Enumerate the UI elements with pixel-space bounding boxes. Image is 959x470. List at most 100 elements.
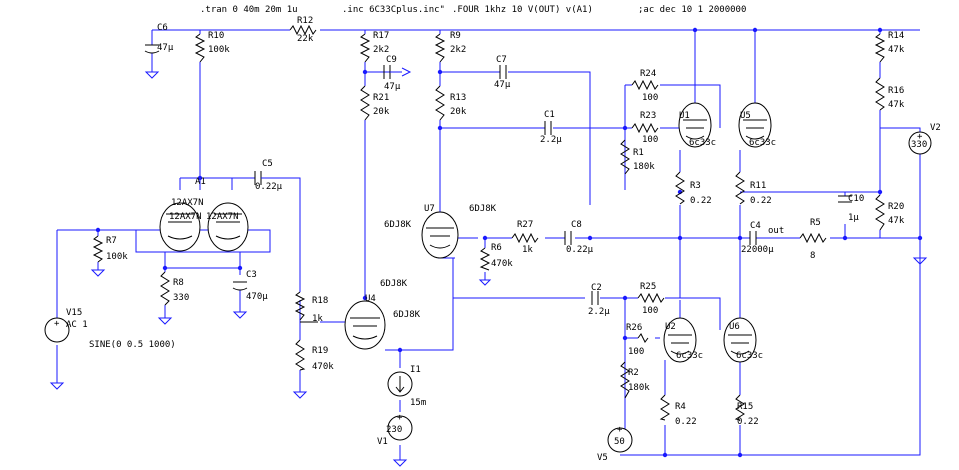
r7-value: 100k: [106, 252, 128, 262]
r2-name: R2: [628, 368, 639, 378]
c7-value: 47µ: [494, 80, 511, 90]
plus-sign: +: [397, 413, 403, 423]
c10-value: 1µ: [848, 213, 859, 223]
r10-name: R10: [208, 31, 224, 41]
resistor-r7: [92, 235, 104, 263]
ground-icon: [392, 459, 408, 467]
r8-name: R8: [173, 278, 184, 288]
sources: + + + +: [44, 131, 932, 453]
c4-name: C4: [750, 221, 761, 231]
r24-name: R24: [640, 69, 656, 79]
plus-sign: +: [54, 319, 60, 329]
v1-name: V1: [377, 437, 388, 447]
voltage-source-v1: [387, 415, 413, 441]
resistor-r2: [620, 361, 630, 399]
r20-value: 47k: [888, 216, 905, 226]
r13-name: R13: [450, 93, 466, 103]
voltage-source-v5: [607, 427, 633, 453]
resistor-r12: [289, 24, 317, 36]
c6-value: 47µ: [157, 43, 174, 53]
directives: .tran 0 40m 20m 1u .inc 6C33Cplus.inc" .…: [200, 5, 746, 15]
u5-value: 6c33c: [749, 138, 776, 148]
tube-u1: [678, 102, 712, 148]
c2-value: 2.2µ: [588, 307, 610, 317]
u2-name: U2: [665, 322, 676, 332]
resistor-r17: [359, 33, 371, 63]
r21-name: R21: [373, 93, 389, 103]
resistor-r4: [659, 394, 670, 421]
c1-name: C1: [544, 110, 555, 120]
component-labels: C6 47µ R10 100k R12 22k R17 2k2 C9 47µ R…: [66, 16, 941, 463]
c7-name: C7: [496, 55, 507, 65]
resistor-r9: [434, 33, 446, 63]
capacitor-c8: [564, 231, 572, 245]
resistor-r21: [360, 85, 370, 121]
r6-name: R6: [491, 243, 502, 253]
r23-name: R23: [640, 111, 656, 121]
ground-icon: [478, 279, 492, 286]
resistor-r24: [631, 79, 659, 91]
r7-name: R7: [106, 236, 117, 246]
ground-icon: [912, 257, 928, 265]
v2-name: V2: [930, 123, 941, 133]
v15-value: AC 1: [66, 320, 88, 330]
resistor-r8: [160, 271, 170, 306]
r25-value: 100: [642, 306, 658, 316]
c5-value: 0.22µ: [255, 182, 283, 192]
out-net-label: out: [768, 226, 784, 236]
resistor-r19: [295, 339, 306, 371]
r3-name: R3: [690, 181, 701, 191]
r15-value: 0.22: [737, 417, 759, 427]
u4-name: U4: [365, 294, 376, 304]
i1-value: 15m: [410, 398, 426, 408]
r15-name: R15: [737, 402, 753, 412]
resistor-r13: [435, 85, 445, 121]
c3-name: C3: [246, 270, 257, 280]
u7-model-top: 6DJ8K: [469, 204, 497, 214]
r25-name: R25: [640, 282, 656, 292]
resistor-r11: [735, 171, 745, 205]
r19-name: R19: [312, 346, 328, 356]
r6-value: 470k: [491, 259, 513, 269]
ac-directive: ;ac dec 10 1 2000000: [638, 5, 746, 15]
a1-net-label: A1: [195, 177, 206, 187]
tubes: [159, 102, 772, 363]
r13-value: 20k: [450, 107, 467, 117]
r27-value: 1k: [522, 245, 533, 255]
r17-name: R17: [373, 31, 389, 41]
u7-model-side: 6DJ8K: [384, 220, 412, 230]
voltage-source-v2: [908, 131, 932, 155]
r4-name: R4: [675, 402, 686, 412]
resistor-r10: [194, 33, 206, 63]
tube-12ax7-right: [207, 202, 249, 252]
r24-value: 100: [642, 93, 658, 103]
plus-sign: +: [617, 425, 623, 435]
ground-icon: [90, 269, 106, 277]
r18-value: 1k: [312, 314, 323, 324]
u4-model-side: 6DJ8K: [393, 310, 421, 320]
capacitor-c3: [232, 281, 248, 291]
c3-value: 470µ: [246, 292, 268, 302]
tube-overlap-text: 12AX7N: [171, 198, 204, 208]
r17-value: 2k2: [373, 45, 389, 55]
r27-name: R27: [517, 220, 533, 230]
resistor-r27: [511, 232, 539, 244]
r12-value: 22k: [297, 34, 314, 44]
c8-name: C8: [571, 220, 582, 230]
resistor-r16: [875, 77, 885, 111]
capacitor-c4: [749, 231, 757, 245]
resistor-r23: [631, 122, 659, 134]
v15-source-text: SINE(0 0.5 1000): [89, 340, 176, 350]
c9-value: 47µ: [384, 82, 401, 92]
ground-symbols: [49, 67, 928, 467]
r21-value: 20k: [373, 107, 390, 117]
resistors: [92, 24, 886, 421]
c9-name: C9: [386, 55, 397, 65]
tube-u6: [723, 317, 757, 363]
r8-value: 330: [173, 293, 189, 303]
r9-name: R9: [450, 31, 461, 41]
c4-value: 22000µ: [741, 245, 774, 255]
capacitor-c7: [499, 65, 507, 79]
u1-value: 6c33c: [689, 138, 716, 148]
